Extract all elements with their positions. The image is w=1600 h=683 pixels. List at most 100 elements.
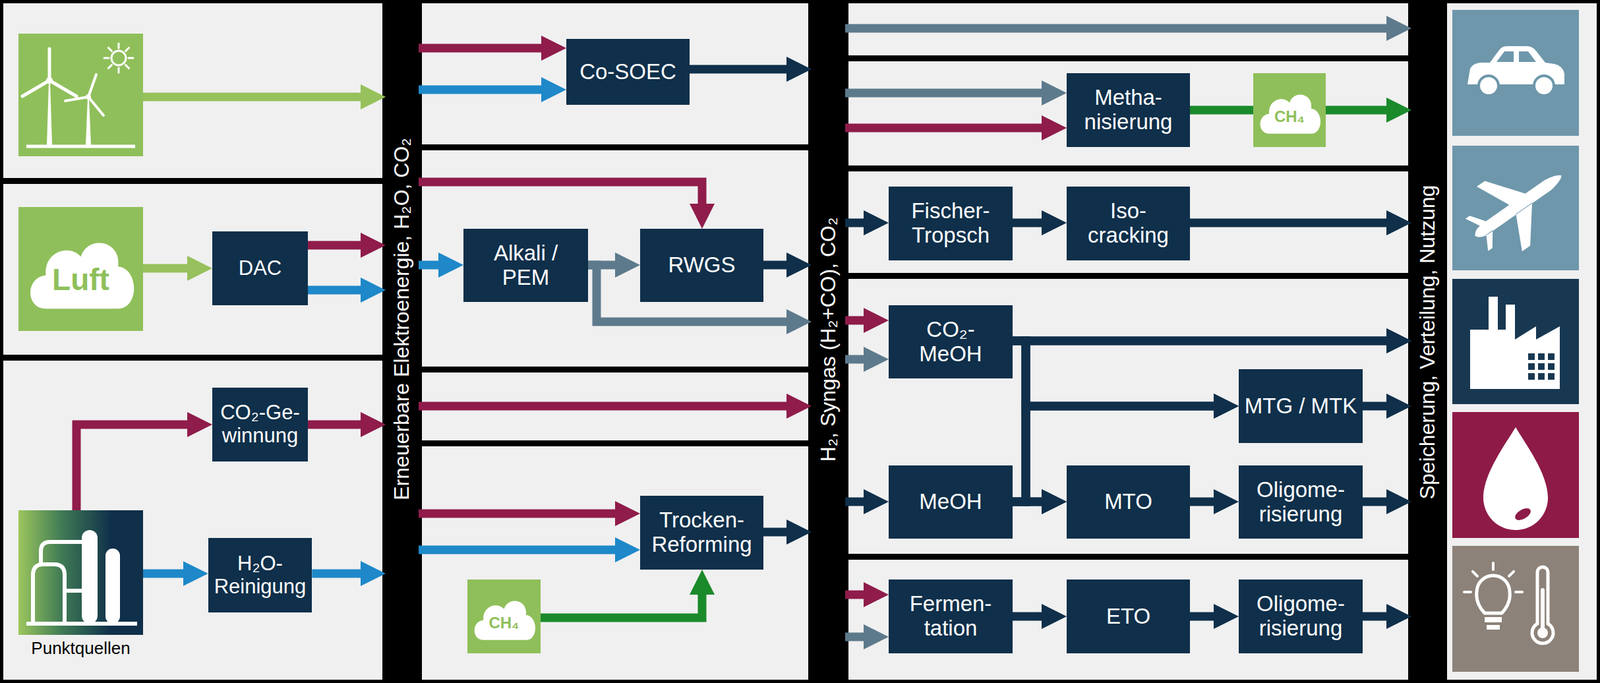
- flow-arrow: [845, 590, 877, 600]
- flow-arrow: [307, 241, 374, 250]
- thermometer-level: [1540, 590, 1545, 633]
- drop-shape: [1483, 427, 1548, 531]
- icon-ground: [18, 33, 144, 157]
- car-wheel: [1478, 75, 1499, 96]
- stream-band: H₂, Syngas (H₂+CO), CO₂: [811, 0, 846, 683]
- box-label: Fischer- Tropsch: [893, 199, 1008, 248]
- bulb-shape: [1476, 575, 1511, 614]
- sun-ray: [125, 47, 130, 51]
- box-label: Metha- nisierung: [1071, 85, 1185, 135]
- source-icon: Luft: [18, 207, 144, 331]
- flow-arrow: [1189, 106, 1254, 115]
- process-box: Alkali / PEM: [463, 228, 589, 302]
- bulb-ray: [1472, 571, 1478, 577]
- box-label: Alkali / PEM: [468, 241, 583, 291]
- flow-arrow: [418, 402, 800, 411]
- panel: [3, 183, 383, 355]
- stream-band: Speicherung, Verteilung, Nutzung: [1411, 0, 1444, 683]
- flow-arrow: [540, 581, 703, 618]
- panel: [3, 3, 383, 178]
- box-label: Oligome- risierung: [1244, 477, 1358, 527]
- flow-arrow: [418, 44, 555, 53]
- flow-arrow: [845, 355, 877, 364]
- panel: [848, 278, 1409, 554]
- process-box: MTO: [1066, 465, 1190, 539]
- car-wheel: [1534, 75, 1554, 96]
- process-box: DAC: [212, 231, 308, 306]
- factory-window: [1547, 353, 1555, 360]
- box-label: MTO: [1071, 489, 1185, 515]
- band-label: H₂, Syngas (H₂+CO), CO₂: [816, 217, 841, 463]
- factory-window: [1547, 373, 1555, 380]
- flow-arrow: [143, 264, 201, 273]
- turbine-blades: [22, 48, 77, 97]
- factory-window: [1538, 363, 1545, 370]
- bulb-ray: [1515, 590, 1523, 594]
- flow-arrow: [1012, 340, 1055, 502]
- flow-arrow: [418, 85, 555, 95]
- icon-label: Luft: [52, 263, 110, 298]
- plant-column: [105, 548, 120, 624]
- flow-arrow: [1362, 497, 1400, 507]
- icon-label: Punktquellen: [30, 638, 130, 658]
- sun-ray: [108, 65, 112, 69]
- flow-arrow: [845, 316, 877, 326]
- plane-shape: [1452, 143, 1585, 269]
- sun-ray: [104, 57, 109, 60]
- box-label: DAC: [217, 257, 303, 281]
- process-box: Oligome- risierung: [1238, 579, 1363, 654]
- plant-drawing: [18, 510, 144, 635]
- factory-window: [1528, 353, 1535, 360]
- icon-ground: [1452, 412, 1579, 538]
- heat-light-icon: [1452, 545, 1579, 672]
- process-box: ETO: [1066, 579, 1190, 654]
- process-box: CO₂-Ge- winnung: [212, 387, 308, 462]
- flow-arrow: [1189, 497, 1227, 507]
- cloud-outline: [474, 600, 536, 640]
- panel: [1447, 3, 1597, 680]
- turbine-blades: [65, 74, 104, 116]
- flow-arrow: [1325, 106, 1400, 115]
- flow-arrow: [143, 569, 197, 579]
- flow-arrow: [143, 92, 374, 102]
- flow-arrow: [845, 123, 1055, 133]
- process-box: CO₂- MeOH: [888, 305, 1013, 379]
- box-label: CO₂- MeOH: [893, 317, 1008, 367]
- icon-label: CH₄: [1274, 108, 1305, 126]
- bulb-ray: [1509, 571, 1514, 577]
- stream-band: Erneuerbare Elektroenergie, H₂O, CO₂: [385, 0, 419, 683]
- plant-column: [81, 530, 98, 624]
- flow-arrow: [311, 569, 374, 579]
- box-label: Co-SOEC: [571, 59, 685, 85]
- flow-arrow: [845, 88, 1055, 98]
- box-label: CO₂-Ge- winnung: [217, 401, 303, 447]
- flow-arrow: [1362, 612, 1400, 622]
- panel: [421, 3, 809, 145]
- flow-arrow: [1189, 612, 1227, 622]
- process-box: Co-SOEC: [566, 38, 690, 105]
- box-label: RWGS: [645, 253, 759, 278]
- cloud-outline: [30, 242, 134, 309]
- car-window: [1496, 51, 1537, 62]
- process-box: Oligome- risierung: [1238, 465, 1363, 539]
- panel: [848, 171, 1409, 273]
- source-icon: Punktquellen: [18, 510, 144, 635]
- sun: [111, 50, 126, 66]
- turbine-tower: [46, 81, 53, 146]
- plane-body: [1452, 143, 1585, 269]
- bulb-base: [1484, 617, 1502, 623]
- flow-arrow: [763, 261, 800, 270]
- icon-ground: [1452, 9, 1579, 136]
- cloud-outline: [1260, 94, 1321, 134]
- flow-arrow: [418, 261, 452, 270]
- sun-ray: [118, 43, 120, 49]
- factory-window: [1528, 373, 1535, 380]
- ground-line: [26, 145, 136, 149]
- factory-window: [1547, 363, 1555, 370]
- box-label: Oligome- risierung: [1244, 592, 1358, 641]
- bulb-ray: [1491, 562, 1495, 570]
- drop-highlight: [1512, 505, 1533, 523]
- process-box: Iso- cracking: [1066, 186, 1190, 261]
- panel: [3, 360, 383, 680]
